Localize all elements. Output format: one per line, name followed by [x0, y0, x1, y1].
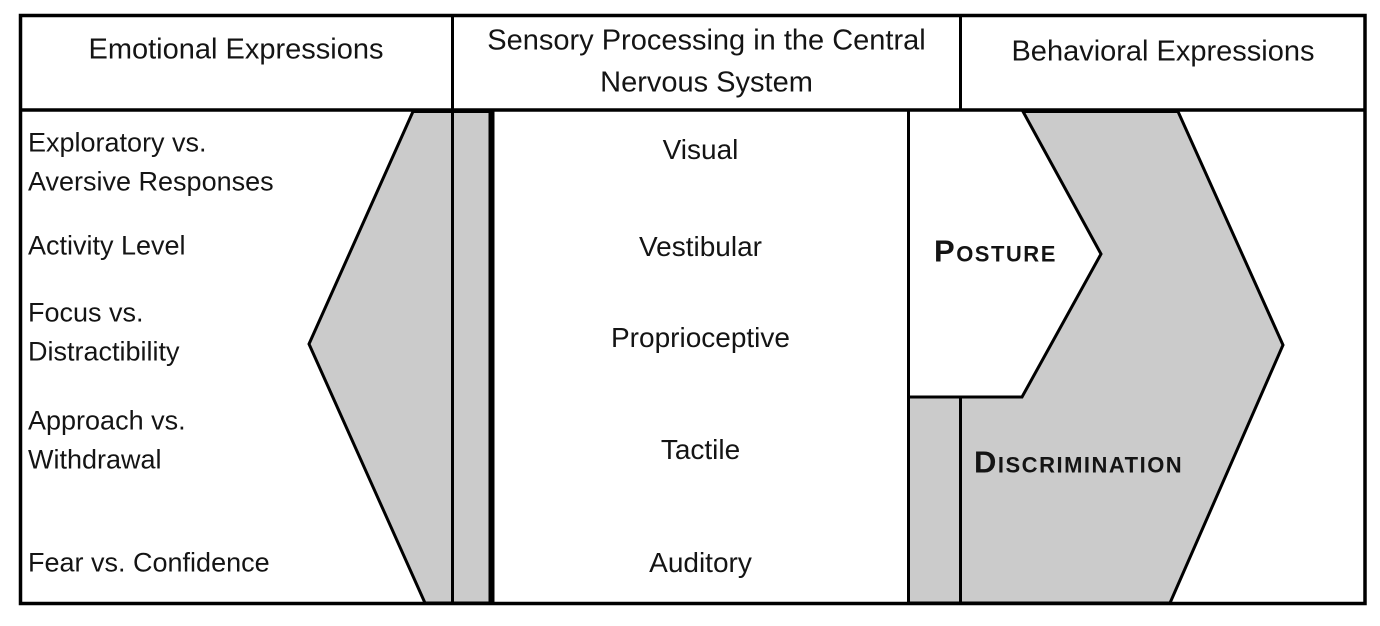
header-sensory-line2: Nervous System	[600, 66, 813, 99]
emotional-item-focus-line1: Focus vs.	[28, 297, 144, 328]
label-posture-initial: P	[934, 233, 957, 269]
sensory-item-vestibular: Vestibular	[639, 231, 762, 262]
emotional-item-approach-line1: Approach vs.	[28, 405, 186, 436]
header-behavioral-expressions: Behavioral Expressions	[1011, 35, 1315, 68]
emotional-item-fear-confidence: Fear vs. Confidence	[28, 547, 270, 578]
outer-border	[18, 13, 1367, 606]
sensory-item-tactile: Tactile	[660, 434, 741, 465]
sensory-item-proprioceptive: Proprioceptive	[611, 322, 790, 353]
emotional-item-activity-level: Activity Level	[28, 230, 186, 261]
emotional-item-approach-line2: Withdrawal	[28, 444, 162, 475]
right-arrow-shape	[907, 110, 1285, 605]
label-posture: POSTURE	[934, 236, 1057, 267]
emotional-item-focus-line2: Distractibility	[28, 336, 180, 367]
sensory-item-visual: Visual	[662, 134, 739, 165]
label-posture-rest: OSTURE	[956, 241, 1057, 267]
emotional-item-exploratory-line1: Exploratory vs.	[28, 127, 207, 158]
header-sensory-line1: Sensory Processing in the Central	[487, 24, 926, 57]
header-emotional-expressions: Emotional Expressions	[88, 33, 384, 66]
label-discrimination: DISCRIMINATION	[974, 447, 1183, 478]
emotional-item-exploratory-line2: Aversive Responses	[28, 166, 274, 197]
left-arrow-shape	[307, 110, 492, 605]
sensory-item-auditory: Auditory	[649, 547, 752, 578]
label-discrimination-initial: D	[974, 444, 998, 480]
label-discrimination-rest: ISCRIMINATION	[997, 452, 1184, 478]
